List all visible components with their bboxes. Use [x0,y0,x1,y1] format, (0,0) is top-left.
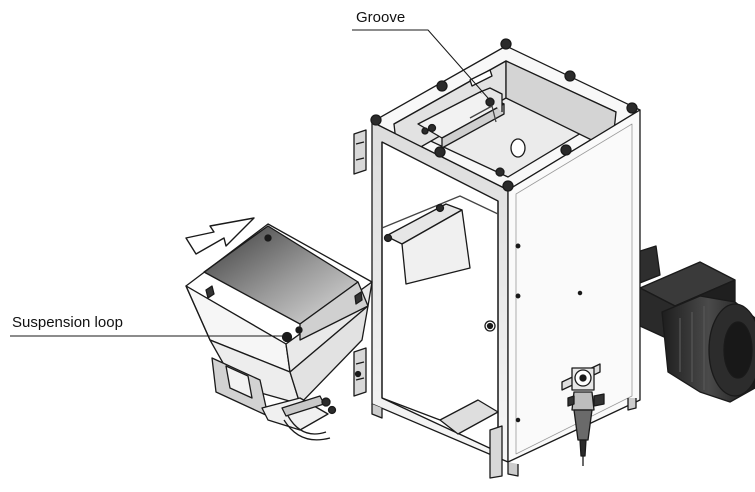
leader-lines [10,29,489,337]
hopper [185,223,373,441]
motor [617,245,755,403]
direction-arrow [185,217,255,255]
callout-groove: Groove [356,9,406,26]
air-filter-regulator [561,363,605,466]
cabinet [353,38,641,479]
callout-suspension-loop: Suspension loop [12,314,123,331]
